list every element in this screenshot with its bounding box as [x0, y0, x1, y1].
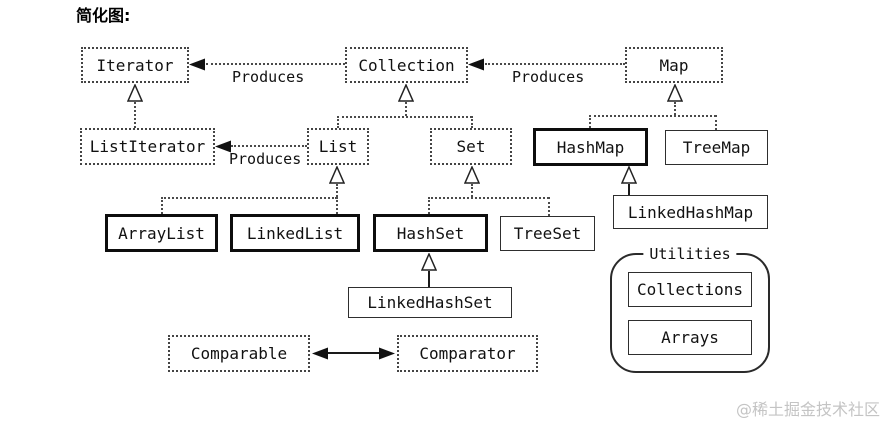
inheritance-triangle-icon	[328, 165, 346, 184]
edge-listiterator-iterator-line	[134, 102, 136, 128]
node-arraylist: ArrayList	[105, 214, 218, 252]
edge-set-branch-bar	[428, 197, 549, 199]
node-listiterator: ListIterator	[80, 128, 215, 165]
inheritance-triangle-icon	[397, 83, 415, 102]
arrowhead-left-icon	[189, 58, 206, 71]
edge-collection-branch-bar	[337, 116, 472, 118]
node-linkedhashmap: LinkedHashMap	[613, 195, 768, 229]
inheritance-triangle-icon	[620, 165, 638, 184]
node-map: Map	[625, 47, 723, 83]
edge-set-collection-line	[471, 116, 473, 128]
inheritance-triangle-icon	[463, 165, 481, 184]
node-collections: Collections	[628, 272, 752, 307]
node-hashset: HashSet	[373, 214, 488, 252]
edge-comparable-comparator-line	[328, 352, 380, 354]
arrowhead-left-icon	[468, 58, 485, 71]
edge-map-collection-line	[485, 63, 625, 65]
edge-label-produces-3: Produces	[229, 150, 302, 168]
edge-linkedhashset-hashset-line	[428, 271, 430, 287]
node-list: List	[307, 128, 369, 165]
arrowhead-left-icon	[215, 140, 232, 153]
edge-linkedhashmap-hashmap-line	[628, 184, 630, 195]
edge-hashset-set-line	[428, 197, 430, 214]
node-linkedhashset: LinkedHashSet	[348, 287, 512, 318]
node-comparable: Comparable	[168, 335, 310, 372]
edge-treemap-map-line	[715, 115, 717, 130]
edge-map-branch-bar	[589, 115, 716, 117]
node-iterator: Iterator	[81, 47, 189, 83]
edge-list-collection-line	[337, 116, 339, 128]
edge-treeset-set-line	[548, 197, 550, 216]
node-treeset: TreeSet	[500, 216, 595, 251]
arrowhead-left-icon	[312, 347, 329, 360]
edge-collection-iterator-line	[206, 63, 345, 65]
edge-list-listiterator-line	[231, 145, 307, 147]
edge-set-branch-stem	[471, 184, 473, 197]
node-set: Set	[430, 128, 512, 165]
inheritance-triangle-icon	[420, 252, 438, 271]
edge-collection-branch-stem	[405, 102, 407, 116]
node-arrays: Arrays	[628, 320, 752, 355]
node-hashmap: HashMap	[533, 128, 648, 166]
edge-label-produces-1: Produces	[232, 68, 305, 86]
node-treemap: TreeMap	[665, 130, 768, 165]
watermark: @稀土掘金技术社区	[735, 400, 880, 419]
edge-arraylist-list-line	[161, 197, 163, 214]
inheritance-triangle-icon	[126, 83, 144, 102]
page-title: 简化图:	[76, 6, 131, 25]
edge-label-produces-2: Produces	[512, 68, 585, 86]
node-collection: Collection	[345, 47, 468, 83]
node-comparator: Comparator	[397, 335, 538, 372]
node-linkedlist: LinkedList	[230, 214, 360, 252]
utilities-group: Utilities	[610, 245, 770, 373]
utilities-group-label: Utilities	[643, 245, 737, 263]
edge-linkedlist-list-line	[336, 197, 338, 214]
edge-hashmap-map-line	[589, 115, 591, 128]
inheritance-triangle-icon	[666, 83, 684, 102]
edge-list-branch-stem	[336, 184, 338, 197]
arrowhead-right-icon	[378, 347, 395, 360]
edge-list-branch-bar	[161, 197, 337, 199]
edge-map-branch-stem	[674, 102, 676, 115]
